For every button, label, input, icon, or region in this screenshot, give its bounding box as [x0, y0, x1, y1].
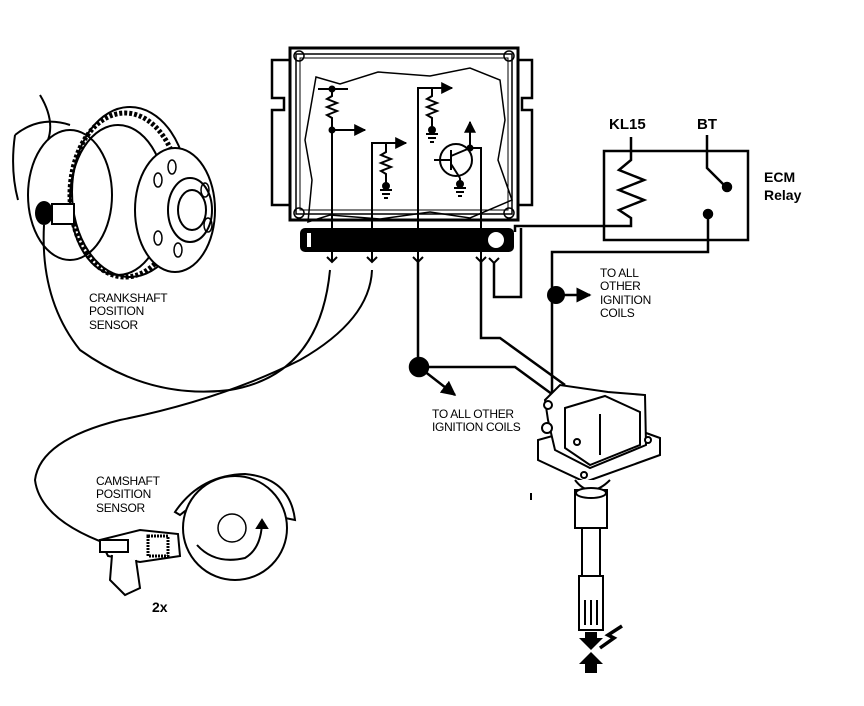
camshaft-sensor-label: CAMSHAFT POSITION SENSOR — [96, 474, 160, 515]
relay-label: ECM Relay — [764, 169, 802, 204]
ecm-connector — [300, 228, 514, 252]
crankshaft-sensor-label: CRANKSHAFT POSITION SENSOR — [89, 291, 168, 332]
ecm-trigger-wire — [479, 262, 566, 387]
ignition-coil — [537, 383, 661, 491]
camshaft-sensor-wire — [33, 269, 373, 546]
ecm-relay — [513, 135, 750, 428]
crankshaft-illustration — [12, 94, 216, 280]
relay-terminal-bt: BT — [697, 116, 717, 133]
camshaft-illustration — [98, 472, 297, 597]
ecm-internal-circuit — [318, 82, 482, 262]
spark-icon — [579, 624, 623, 673]
bolt-holes — [153, 159, 213, 258]
camshaft-sensor-quantity: 2x — [152, 599, 168, 615]
spark-plug-connector — [574, 487, 608, 631]
ecm-branch-annotation: TO ALL OTHER IGNITION COILS — [432, 407, 521, 435]
crankshaft-sensor-wire — [42, 224, 331, 393]
relay-branch-annotation: TO ALL OTHER IGNITION COILS — [600, 266, 651, 321]
crankshaft-sensor-body — [35, 201, 75, 225]
ecm-connector-pins — [326, 256, 500, 265]
ecm-housing — [270, 46, 534, 224]
relay-terminal-kl15: KL15 — [609, 116, 646, 133]
ecm-relay-control-wire — [492, 228, 523, 299]
